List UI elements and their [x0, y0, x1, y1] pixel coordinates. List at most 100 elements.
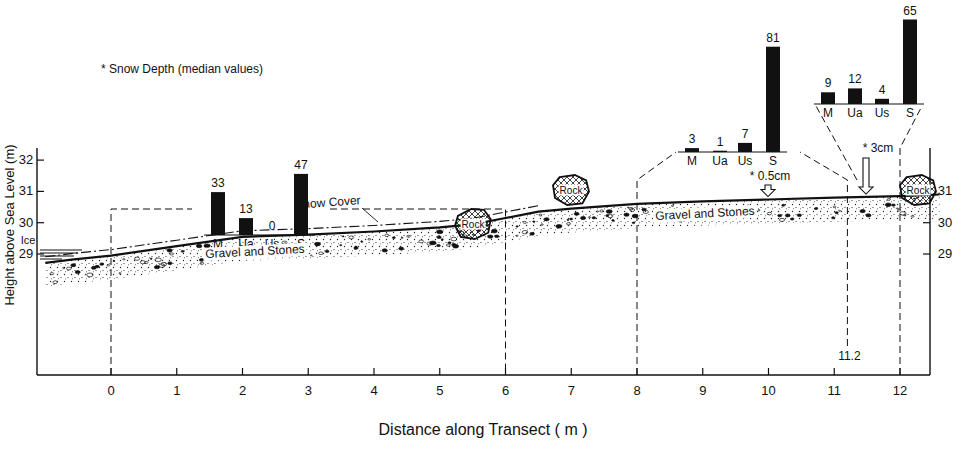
- stone: [437, 230, 443, 234]
- axis-tick: [37, 191, 44, 192]
- window-outline: [900, 106, 922, 375]
- stone: [574, 212, 579, 215]
- axis-tick-label: 1: [173, 384, 180, 398]
- axis-tick-label: 9: [699, 384, 706, 398]
- stone: [100, 263, 104, 265]
- stone: [885, 203, 891, 207]
- stone: [567, 219, 569, 220]
- bar: [766, 47, 780, 152]
- stone: [319, 252, 323, 255]
- axis-line: [36, 148, 37, 375]
- snow-depth-arrow: [761, 185, 775, 197]
- stone: [325, 250, 329, 252]
- stone: [539, 214, 542, 216]
- stone: [453, 245, 459, 249]
- stone: [134, 257, 139, 260]
- axis-tick: [439, 368, 440, 375]
- stone: [446, 244, 450, 246]
- stone: [437, 245, 441, 247]
- rock-outline: [455, 209, 491, 239]
- axis-tick-label: 31: [19, 184, 33, 198]
- axis-tick-label: 31: [938, 184, 952, 198]
- stone: [588, 217, 590, 218]
- stone: [516, 235, 518, 236]
- leader-line: [362, 208, 378, 222]
- bar-value: 9: [825, 78, 832, 91]
- ice-label: Ice: [21, 234, 36, 246]
- stone: [71, 264, 76, 267]
- stone: [368, 238, 371, 240]
- axis-title: Distance along Transect ( m ): [379, 421, 588, 439]
- stone: [779, 218, 784, 221]
- window-outline: [111, 209, 192, 375]
- stone: [168, 262, 172, 265]
- bar: [713, 151, 727, 152]
- stone: [170, 253, 174, 255]
- rock-outcrop: Rock: [552, 174, 590, 206]
- rock-label: Rock: [559, 185, 584, 196]
- stone: [140, 261, 145, 264]
- axis-tick: [373, 368, 374, 375]
- bar-value: 13: [239, 204, 252, 217]
- bar-value: 4: [879, 84, 886, 97]
- bar-value: 47: [294, 159, 307, 172]
- stone: [911, 215, 914, 217]
- distance-mark: 11.2: [838, 350, 860, 363]
- rock-label: Rock: [906, 185, 931, 196]
- axis-tick-label: 8: [633, 384, 640, 398]
- bar-value: 7: [742, 128, 749, 141]
- stone: [896, 208, 898, 209]
- stone: [541, 224, 543, 225]
- stone: [632, 222, 635, 224]
- bar: [875, 99, 889, 104]
- ice-line: [40, 250, 82, 251]
- bar: [685, 148, 699, 152]
- rock-outline: [900, 175, 936, 205]
- axis-tick-label: 7: [568, 384, 575, 398]
- rock-label: Rock: [461, 219, 486, 230]
- stone: [181, 250, 184, 252]
- stone: [107, 264, 110, 266]
- stone: [758, 210, 760, 211]
- window-outline: [800, 152, 847, 346]
- stone: [860, 210, 865, 213]
- stone: [161, 262, 167, 265]
- stone: [113, 260, 115, 261]
- stone: [835, 212, 838, 214]
- stone: [119, 273, 121, 274]
- stone: [495, 235, 499, 238]
- axis-tick-label: 4: [370, 384, 377, 398]
- stone: [607, 214, 613, 217]
- axis-tick-label: 11: [828, 384, 842, 398]
- axis-tick: [37, 222, 44, 223]
- stone: [782, 204, 785, 206]
- stone: [407, 235, 410, 237]
- axis-tick-label: 10: [761, 384, 775, 398]
- axis-tick-label: 6: [502, 384, 509, 398]
- stone: [448, 242, 451, 244]
- bar-category: Ua: [847, 107, 862, 120]
- stone: [671, 205, 673, 206]
- rock-outcrop: Rock: [454, 208, 492, 240]
- bar-category: S: [769, 155, 777, 168]
- bar-category: Us: [738, 155, 753, 168]
- rock-outcrop: Rock: [899, 174, 937, 206]
- stone: [612, 220, 615, 222]
- stone: [154, 266, 159, 269]
- axis-tick: [37, 253, 44, 254]
- stone: [904, 214, 907, 216]
- stone: [349, 236, 354, 239]
- stone: [570, 218, 573, 220]
- axis-tick-label: 29: [938, 247, 952, 261]
- axis-tick: [923, 253, 930, 254]
- bar-value: 0: [269, 220, 276, 233]
- axis-tick: [308, 368, 309, 375]
- axis-tick-label: 30: [938, 216, 952, 230]
- bar-category: Ua: [712, 155, 727, 168]
- stone: [567, 223, 571, 225]
- bar-value: 12: [848, 74, 861, 87]
- axis-tick-label: 5: [436, 384, 443, 398]
- stone: [63, 267, 65, 268]
- stone: [441, 239, 443, 240]
